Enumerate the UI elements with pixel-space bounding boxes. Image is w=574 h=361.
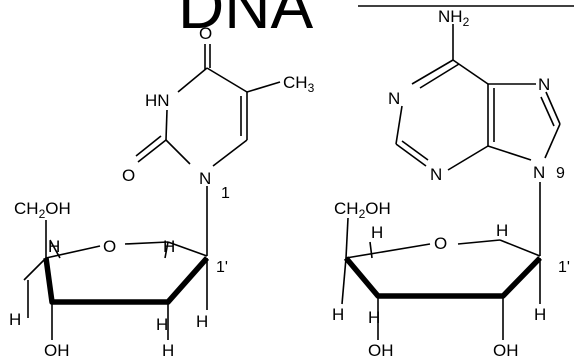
adenine-base-bonds [395, 24, 561, 256]
adenosine-sugar-bonds [341, 217, 542, 340]
adenosine-ring-oxygen: O [434, 234, 447, 253]
thymine-n1-label: N [199, 169, 211, 188]
adenosine-2-hydroxyl: OH [493, 341, 519, 360]
adenine-n-ring-left: N [388, 89, 400, 108]
adenosine-3-hydroxyl: OH [368, 341, 394, 360]
thymidine-h-c4: H [48, 237, 60, 256]
adenosine-h-c3: H [368, 308, 380, 327]
thymine-carbonyl-oxygen-top: O [199, 24, 212, 43]
adenosine-h-c4: H [371, 223, 383, 242]
adenosine-h-left: H [332, 305, 344, 324]
thymine-nh-label: HN [145, 91, 170, 110]
thymidine-h-c1: H [163, 237, 175, 256]
thymine-methyl-label: CH3 [283, 73, 315, 95]
thymidine-sugar-bonds [23, 220, 210, 340]
thymidine-h-c2: H [196, 312, 208, 331]
thymidine-h-left: H [9, 310, 21, 329]
adenine-n9-label: N [533, 163, 545, 182]
thymidine-h-bottom: H [162, 341, 174, 360]
adenosine-ch2oh-label: CH2OH [334, 199, 391, 221]
adenine-n-ring-low: N [430, 165, 442, 184]
thymidine-molecule: O HN CH3 O N 1 CH2OH O H H 1' H H H OH H [9, 24, 315, 360]
adenine-n7-label: N [538, 75, 550, 94]
adenine-n9-number: 9 [556, 165, 565, 182]
thymidine-3-hydroxyl: OH [44, 341, 70, 360]
adenosine-position-1prime: 1' [558, 259, 570, 276]
thymidine-ring-oxygen: O [103, 237, 116, 256]
adenosine-molecule: NH2 N N N N 9 CH2OH O H H 1' H H H OH OH [332, 7, 570, 360]
thymine-base-bonds [135, 44, 281, 256]
adenine-amino-label: NH2 [438, 7, 470, 29]
adenosine-h-c1: H [496, 221, 508, 240]
thymidine-position-1prime: 1' [216, 259, 228, 276]
thymidine-ch2oh-label: CH2OH [14, 199, 71, 221]
thymine-carbonyl-oxygen-left: O [122, 166, 135, 185]
thymine-n1-number: 1 [221, 185, 230, 202]
thymidine-h-c3: H [156, 315, 168, 334]
adenosine-h-c2: H [534, 305, 546, 324]
diagram-title: DNA [178, 0, 313, 42]
